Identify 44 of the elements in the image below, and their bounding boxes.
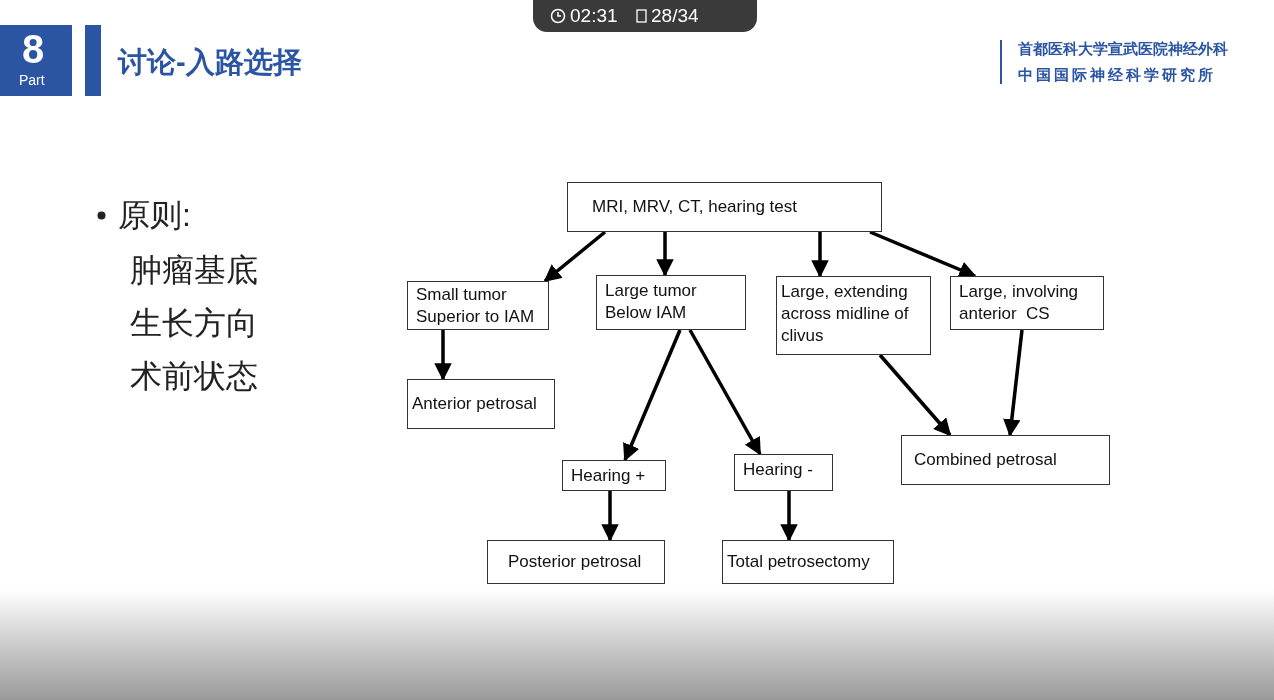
box-text: Small tumor Superior to IAM: [416, 283, 536, 328]
page-counter: 28/34: [651, 5, 699, 27]
arrow: [688, 329, 762, 456]
box-text: MRI, MRV, CT, hearing test: [592, 196, 798, 218]
bullet-text: 原则:: [118, 196, 191, 235]
arrow: [878, 353, 952, 437]
bullet-text: 生长方向: [130, 304, 258, 343]
box-text: Total petrosectomy: [727, 551, 870, 573]
flow-box: [596, 275, 746, 330]
flow-box: [567, 182, 882, 232]
arrow: [623, 329, 682, 462]
flow-box: [407, 281, 549, 330]
arrow: [869, 230, 977, 278]
flow-box: [734, 454, 833, 491]
flow-box: [776, 276, 931, 355]
flow-box: [722, 540, 894, 584]
bullet-text: 术前状态: [130, 357, 258, 396]
box-text: Combined petrosal: [914, 449, 1057, 471]
arrow: [811, 232, 829, 278]
flow-box: [562, 460, 666, 491]
box-text: Large, involving anterior CS: [959, 281, 1080, 325]
elapsed-time: 02:31: [570, 5, 618, 27]
arrow: [601, 491, 619, 542]
box-text: Anterior petrosal: [412, 393, 537, 415]
box-text: Hearing +: [571, 464, 646, 487]
bullet-text: 肿瘤基底: [130, 251, 258, 290]
box-text: Posterior petrosal: [508, 551, 642, 573]
arrow: [434, 330, 452, 381]
arrow: [656, 232, 674, 277]
arrow: [780, 491, 798, 542]
flow-box: [950, 276, 1104, 330]
part-label: Part: [19, 72, 45, 88]
institution-name: 中国国际神经科学研究所: [1018, 65, 1216, 85]
flow-box: [901, 435, 1110, 485]
box-text: Large tumor Below IAM: [605, 280, 698, 324]
part-number: 8: [22, 26, 45, 72]
box-text: Large, extending across midline of clivus: [781, 281, 910, 347]
institution-name: 首都医科大学宣武医院神经外科: [1018, 39, 1228, 59]
flow-box: [407, 379, 555, 429]
arrow: [1003, 329, 1024, 437]
slide-title: 讨论-入路选择: [118, 45, 302, 80]
box-text: Hearing -: [743, 459, 813, 481]
arrow: [543, 230, 607, 283]
flow-box: [487, 540, 665, 584]
